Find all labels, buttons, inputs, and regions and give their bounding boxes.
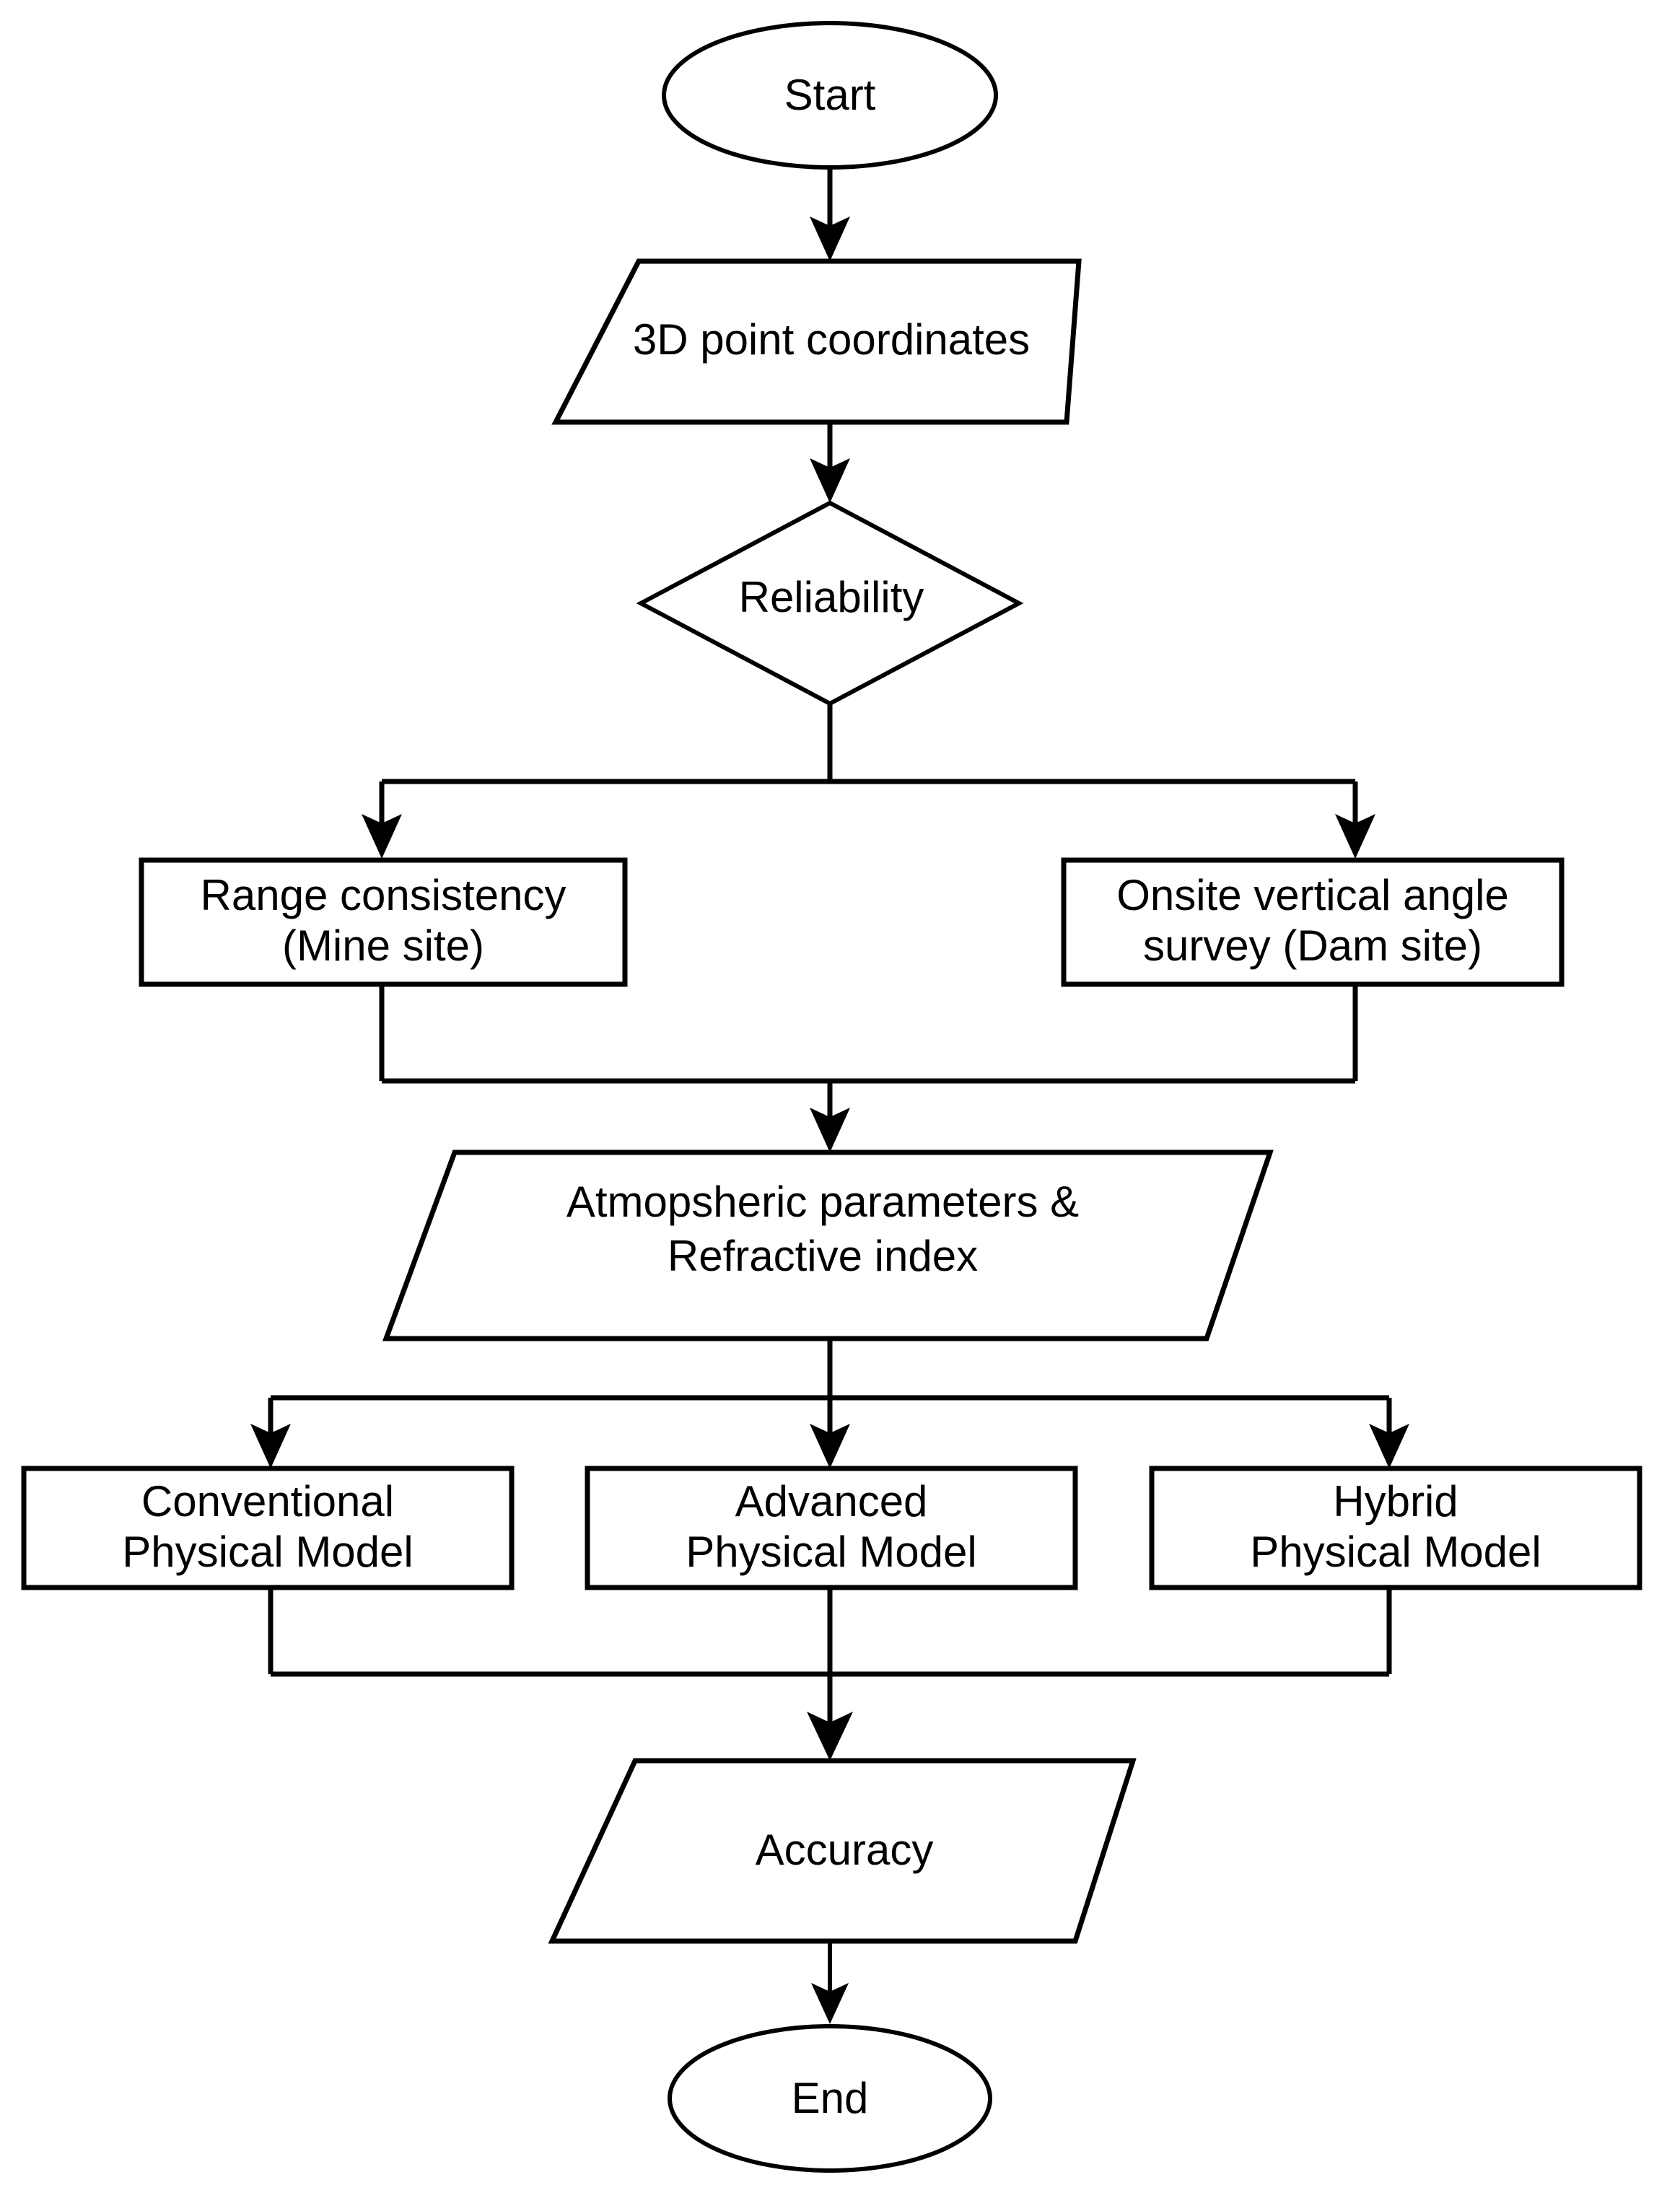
range-consistency-label-line1: Range consistency [201, 871, 566, 919]
start-label: Start [784, 71, 876, 119]
edge-atmospheric-split-three [250, 1339, 1409, 1468]
start-ellipse-shape [662, 21, 998, 170]
atmospheric-parallelogram-shape [382, 1150, 1274, 1341]
conventional-model-box-shape [21, 1466, 515, 1590]
accuracy-parallelogram-shape [548, 1758, 1137, 1944]
node-start[interactable]: Start [662, 21, 998, 170]
node-conventional-model[interactable]: Conventional Physical Model [21, 1466, 515, 1590]
edge-input-to-reliability [810, 422, 850, 503]
node-range-consistency[interactable]: Range consistency (Mine site) [139, 857, 628, 987]
conventional-model-label-line2: Physical Model [122, 1528, 414, 1576]
onsite-survey-label-line2: survey (Dam site) [1143, 921, 1482, 970]
conventional-model-label-line1: Conventional [141, 1477, 394, 1525]
node-onsite-vertical-angle[interactable]: Onsite vertical angle survey (Dam site) [1061, 857, 1565, 987]
reliability-label: Reliability [739, 573, 924, 621]
edge-models-merge-to-accuracy [268, 1588, 1392, 1761]
node-input-coordinates[interactable]: 3D point coordinates [551, 258, 1082, 425]
edge-accuracy-to-end [811, 1941, 849, 2024]
hybrid-model-label-line2: Physical Model [1250, 1528, 1541, 1576]
node-hybrid-model[interactable]: Hybrid Physical Model [1149, 1466, 1642, 1590]
node-end[interactable]: End [668, 2024, 992, 2173]
node-reliability[interactable]: Reliability [636, 500, 1024, 706]
advanced-model-label-line2: Physical Model [686, 1528, 977, 1576]
range-consistency-box-shape [139, 857, 628, 987]
node-atmospheric-parameters[interactable]: Atmopsheric parameters & Refractive inde… [382, 1150, 1274, 1341]
hybrid-model-box-shape [1149, 1466, 1642, 1590]
onsite-survey-label-line1: Onsite vertical angle [1116, 871, 1509, 919]
accuracy-label: Accuracy [756, 1826, 934, 1874]
edge-reliability-split [362, 704, 1375, 859]
atmospheric-label-line2: Refractive index [668, 1232, 978, 1280]
input-parallelogram-shape [551, 258, 1082, 425]
end-label: End [792, 2074, 869, 2122]
onsite-survey-box-shape [1061, 857, 1565, 987]
atmospheric-label-line1: Atmopsheric parameters & [566, 1178, 1079, 1226]
hybrid-model-label-line1: Hybrid [1333, 1477, 1458, 1525]
advanced-model-box-shape [585, 1466, 1078, 1590]
input-coordinates-label: 3D point coordinates [633, 315, 1030, 364]
reliability-diamond-shape [636, 500, 1024, 706]
node-accuracy[interactable]: Accuracy [548, 1758, 1137, 1944]
edge-start-to-input [810, 167, 850, 261]
node-advanced-model[interactable]: Advanced Physical Model [585, 1466, 1078, 1590]
advanced-model-label-line1: Advanced [735, 1477, 928, 1525]
end-ellipse-shape [668, 2024, 992, 2173]
edge-branches-merge-to-atmospheric [379, 984, 1358, 1152]
range-consistency-label-line2: (Mine site) [282, 921, 484, 970]
